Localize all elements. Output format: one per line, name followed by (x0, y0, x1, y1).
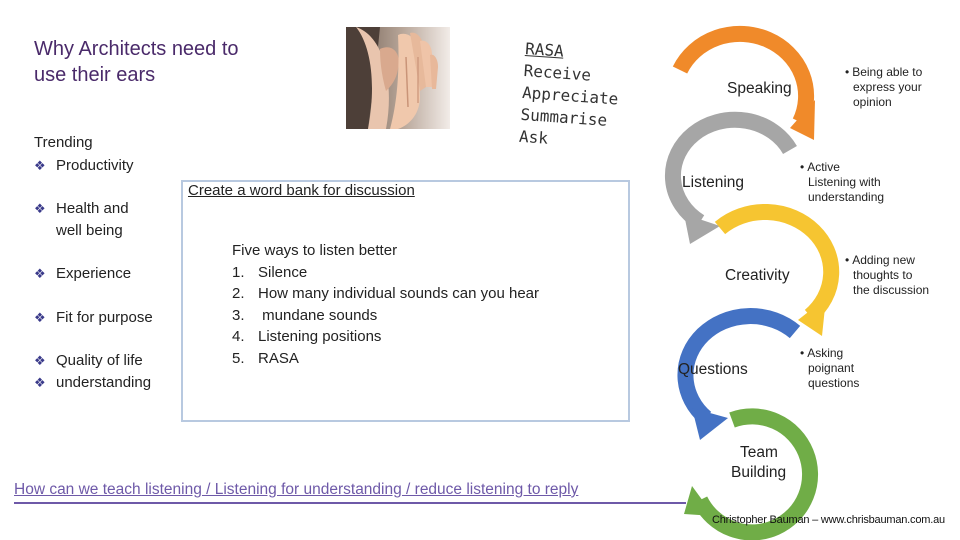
listening-label: Listening (682, 174, 745, 191)
five-ways-title: Five ways to listen better (232, 242, 398, 259)
creativity-arrowhead (798, 298, 826, 336)
team-building-arc (692, 408, 819, 540)
five-ways-list: Five ways to listen better 1. Silence 2.… (232, 240, 539, 370)
bottom-question-line: How can we teach listening / Listening f… (14, 481, 579, 498)
creativity-label: Creativity (725, 267, 790, 284)
word-bank-box (181, 180, 630, 422)
team-building-label-line1: Team (740, 444, 778, 461)
team-building-arrowhead (684, 486, 714, 516)
list-item: ❖ Quality of life (34, 350, 153, 372)
diamond-bullet-icon: ❖ (34, 309, 46, 325)
trending-header: Trending (34, 134, 93, 151)
list-item: 4. Listening positions (232, 328, 382, 346)
list-item: ❖ Health and well being (34, 200, 129, 239)
author-credit: Christopher Bauman – www.chrisbauman.com… (712, 514, 945, 526)
diamond-bullet-icon: ❖ (34, 201, 46, 216)
list-item: ❖ understanding (34, 372, 153, 394)
speaking-arc (672, 25, 815, 126)
listening-arrowhead (684, 214, 720, 244)
diamond-bullet-icon: ❖ (34, 353, 46, 368)
communication-cycle-diagram (664, 25, 840, 540)
questions-note: •Asking poignant questions (800, 346, 860, 390)
list-item: 1. Silence (232, 263, 308, 281)
team-building-label-line2: Building (731, 464, 787, 481)
diamond-bullet-icon: ❖ (34, 157, 46, 173)
listening-note: •Active Listening with understanding (800, 160, 885, 204)
ear-photo (346, 27, 450, 129)
trending-list: Trending ❖ Productivity ❖ Health and wel… (34, 132, 153, 393)
questions-label: Questions (678, 361, 748, 378)
questions-arc (677, 308, 801, 425)
creativity-note: •Adding new thoughts to the discussion (845, 253, 930, 297)
list-item: 5. RASA (232, 349, 299, 367)
speaking-arrowhead (790, 100, 815, 140)
diamond-bullet-icon: ❖ (34, 374, 46, 390)
page-title: Why Architects need to use their ears (34, 38, 239, 86)
bottom-rule (14, 502, 686, 504)
list-item: 3. mundane sounds (232, 306, 378, 324)
list-item: ❖ Experience (34, 263, 153, 285)
questions-arrowhead (692, 408, 728, 440)
word-bank-heading: Create a word bank for discussion (188, 182, 415, 199)
creativity-arc (714, 204, 840, 323)
list-item: ❖ Productivity (34, 155, 153, 177)
speaking-note: •Being able to express your opinion (845, 65, 923, 109)
rasa-acronym: RASA Receive Appreciate Summarise Ask (518, 38, 622, 154)
listening-arc (664, 111, 797, 229)
speaking-label: Speaking (727, 80, 792, 97)
list-item: 2. How many individual sounds can you he… (232, 285, 539, 303)
list-item: ❖ Fit for purpose (34, 307, 153, 329)
diamond-bullet-icon: ❖ (34, 266, 46, 281)
